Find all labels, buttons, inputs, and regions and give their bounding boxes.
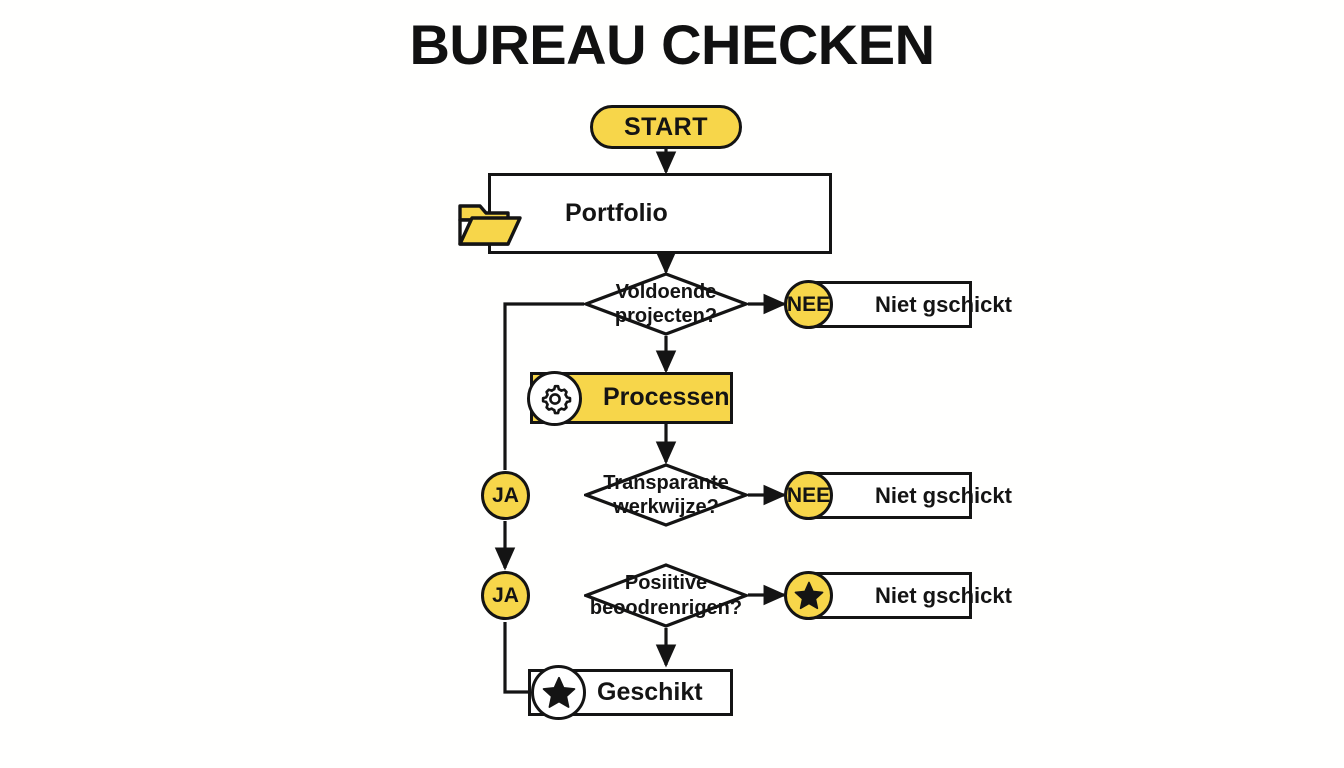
result-label-2: Niet gschickt (875, 482, 1012, 508)
processen-label: Processen (603, 383, 730, 412)
badge-nee-1[interactable]: NEE (784, 280, 833, 329)
badge-ja-2-label: JA (492, 583, 519, 607)
result-label-3: Niet gschickt (875, 582, 1012, 608)
folder-icon (452, 196, 524, 254)
page-title: BUREAU CHECKEN (409, 13, 935, 76)
result-niet-gschickt-3[interactable]: Niet gschickt (806, 572, 1012, 619)
portfolio-label: Portfolio (565, 198, 668, 227)
result-niet-gschickt-2[interactable]: Niet gschickt (806, 472, 1012, 519)
badge-star-2[interactable] (531, 665, 586, 720)
diamond-shape (584, 272, 748, 336)
diamond-shape (584, 463, 748, 527)
gear-icon (527, 371, 582, 426)
decision-projects-node[interactable]: Voldoende projecten? (584, 272, 748, 336)
result-geschikt-label: Geschikt (597, 678, 703, 706)
start-label: START (624, 112, 708, 141)
badge-ja-1[interactable]: JA (481, 471, 530, 520)
star-icon (542, 676, 575, 708)
diamond-shape (584, 563, 748, 628)
result-label-1: Niet gschickt (875, 291, 1012, 317)
portfolio-node[interactable]: Portfolio (488, 173, 832, 254)
badge-nee-2[interactable]: NEE (784, 471, 833, 520)
badge-nee-1-label: NEE (786, 292, 831, 316)
badge-ja-1-label: JA (492, 483, 519, 507)
decision-reviews-node[interactable]: Posiitive beoodrenrigen? (584, 563, 748, 628)
star-icon (794, 581, 823, 610)
badge-nee-2-label: NEE (786, 483, 831, 507)
badge-ja-2[interactable]: JA (481, 571, 530, 620)
badge-star-1[interactable] (784, 571, 833, 620)
decision-transparency-node[interactable]: Transparante werkwijze? (584, 463, 748, 527)
start-node[interactable]: START (590, 105, 742, 149)
result-niet-gschickt-1[interactable]: Niet gschickt (806, 281, 1012, 328)
